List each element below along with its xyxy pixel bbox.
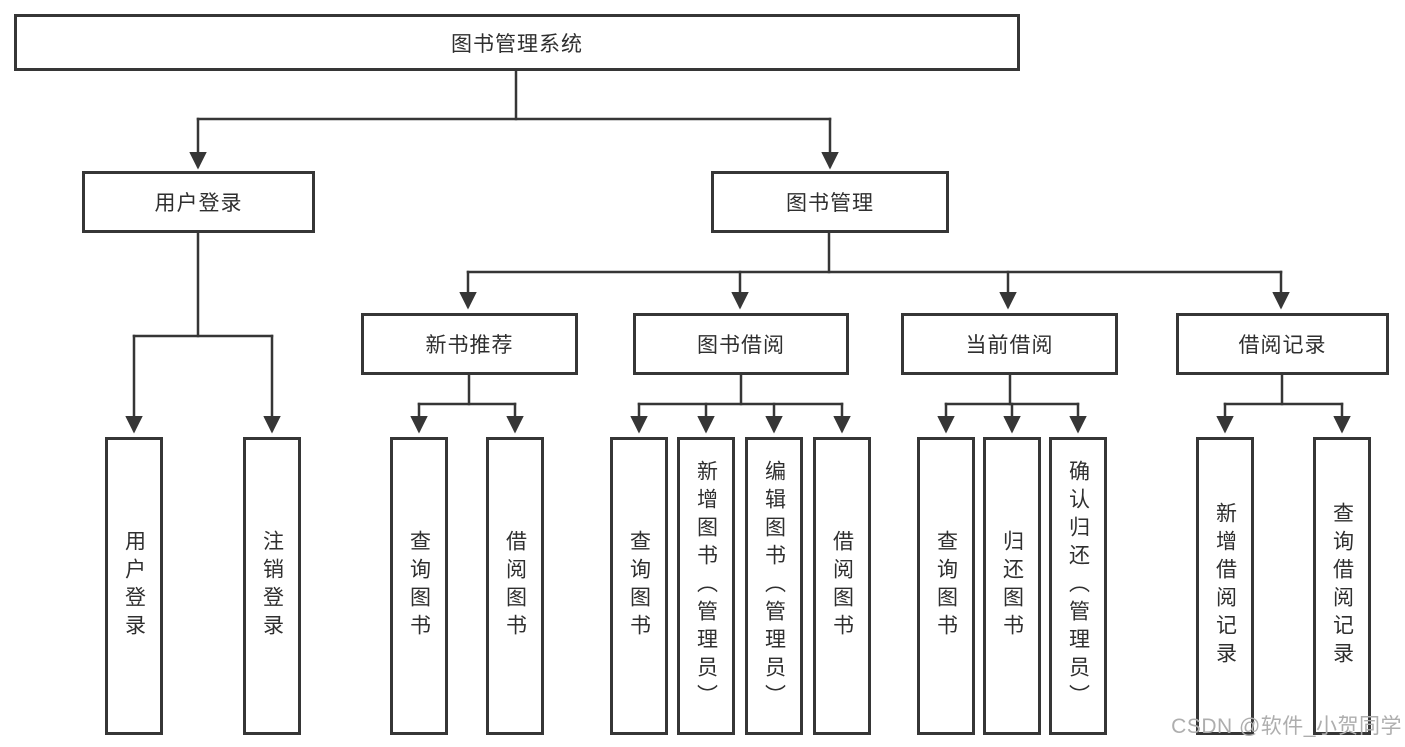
node-label: 查询图书 [407, 530, 431, 642]
connector-book-management-to-level2 [459, 231, 1290, 310]
node-label: 图书管理 [786, 192, 874, 215]
node-label: 借阅图书 [830, 530, 854, 642]
leaf-borrow-edit-books-admin: 编辑图书（管理员） [745, 437, 803, 735]
connector-new-book-recommend-to-leaves [410, 373, 524, 434]
node-label: 借阅记录 [1238, 334, 1327, 357]
node-label: 图书管理系统 [451, 32, 583, 56]
node-label: 查询图书 [627, 530, 651, 642]
leaf-recommend-borrow-books: 借阅图书 [486, 437, 544, 735]
node-label: 当前借阅 [965, 334, 1054, 357]
leaf-recommend-query-books: 查询图书 [390, 437, 448, 735]
node-label: 用户登录 [122, 530, 146, 642]
node-book-borrow: 图书借阅 [633, 313, 849, 375]
node-label: 新增图书（管理员） [694, 460, 718, 712]
leaf-user-login: 用户登录 [105, 437, 163, 735]
node-user-login: 用户登录 [82, 171, 315, 233]
node-label: 确认归还（管理员） [1066, 460, 1090, 712]
csdn-watermark: CSDN @软件_小贺同学 [1171, 715, 1402, 738]
leaf-records-add-record: 新增借阅记录 [1196, 437, 1254, 735]
connector-current-borrow-to-leaves [937, 373, 1087, 434]
node-label: 查询借阅记录 [1330, 502, 1354, 670]
leaf-records-query-record: 查询借阅记录 [1313, 437, 1371, 735]
node-library-system: 图书管理系统 [14, 14, 1020, 71]
leaf-borrow-query-books: 查询图书 [610, 437, 668, 735]
node-label: 借阅图书 [503, 530, 527, 642]
leaf-borrow-add-books-admin: 新增图书（管理员） [677, 437, 735, 735]
node-label: 归还图书 [1000, 530, 1024, 642]
node-book-management: 图书管理 [711, 171, 949, 233]
node-label: 新增借阅记录 [1213, 502, 1237, 670]
leaf-logout: 注销登录 [243, 437, 301, 735]
node-borrow-records: 借阅记录 [1176, 313, 1389, 375]
connector-book-borrow-to-leaves [630, 373, 851, 434]
leaf-current-confirm-return-admin: 确认归还（管理员） [1049, 437, 1107, 735]
node-current-borrow: 当前借阅 [901, 313, 1118, 375]
node-label: 图书借阅 [697, 334, 785, 357]
connector-user-login-to-leaves [125, 231, 281, 434]
connector-borrow-records-to-leaves [1216, 373, 1351, 434]
node-label: 用户登录 [154, 192, 243, 215]
leaf-current-return-books: 归还图书 [983, 437, 1041, 735]
node-label: 编辑图书（管理员） [762, 460, 786, 712]
leaf-borrow-borrow-books: 借阅图书 [813, 437, 871, 735]
node-label: 注销登录 [260, 530, 284, 642]
node-new-book-recommend: 新书推荐 [361, 313, 578, 375]
connector-root-to-level1 [189, 68, 839, 170]
node-label: 新书推荐 [425, 334, 514, 357]
leaf-current-query-books: 查询图书 [917, 437, 975, 735]
node-label: 查询图书 [934, 530, 958, 642]
